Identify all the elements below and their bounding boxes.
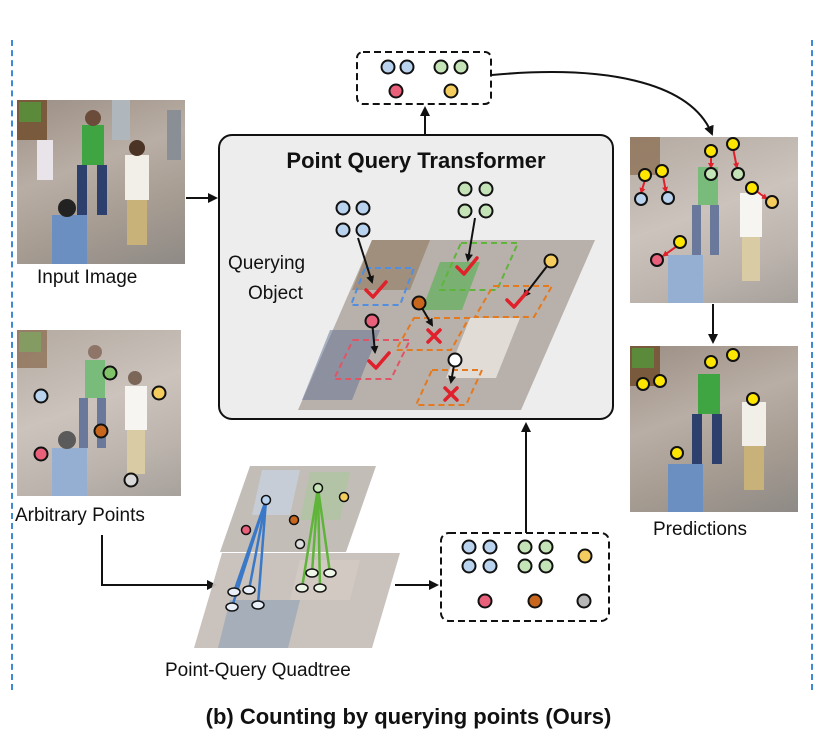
querying-object-image — [298, 217, 595, 410]
querying-object-label-line1: Querying — [228, 253, 306, 274]
output-queries-box — [356, 51, 492, 105]
quadtree-label: Point-Query Quadtree — [165, 660, 351, 681]
point-green — [102, 365, 118, 381]
point-gray — [123, 472, 139, 488]
querying-object-label-line2: Object — [248, 283, 303, 304]
predictions-image-bottom — [630, 346, 798, 512]
check-mark — [364, 280, 388, 299]
point-red — [33, 446, 49, 462]
point-orange — [93, 423, 109, 439]
prediction-top-markers — [634, 137, 779, 267]
transformer-blue-queries — [335, 200, 371, 238]
check-mark — [505, 290, 529, 309]
left-divider — [11, 40, 13, 690]
input-image-label: Input Image — [37, 267, 138, 288]
arbitrary-points-label: Arbitrary Points — [15, 505, 145, 526]
check-mark — [367, 351, 391, 370]
figure-caption: (b) Counting by querying points (Ours) — [205, 704, 612, 729]
arbitrary-point-markers — [33, 365, 167, 488]
cross-mark — [426, 328, 442, 344]
check-mark — [455, 256, 479, 276]
arrow-points-to-quadtree — [101, 535, 217, 590]
predictions-image-top — [630, 137, 798, 303]
arbitrary-points-image — [17, 330, 181, 496]
transformer-green-queries — [457, 181, 494, 219]
input-image — [17, 100, 185, 264]
predictions-label: Predictions — [653, 519, 747, 540]
quadtree-graphic — [194, 466, 400, 648]
transformer-title: Point Query Transformer — [286, 148, 546, 173]
point-queries-box — [440, 532, 610, 622]
prediction-bottom-markers — [636, 348, 760, 460]
cross-mark — [443, 386, 459, 402]
point-yellow — [151, 385, 167, 401]
point-blue — [33, 388, 49, 404]
arrow-output-to-predictions — [491, 71, 714, 136]
right-divider — [811, 40, 813, 690]
